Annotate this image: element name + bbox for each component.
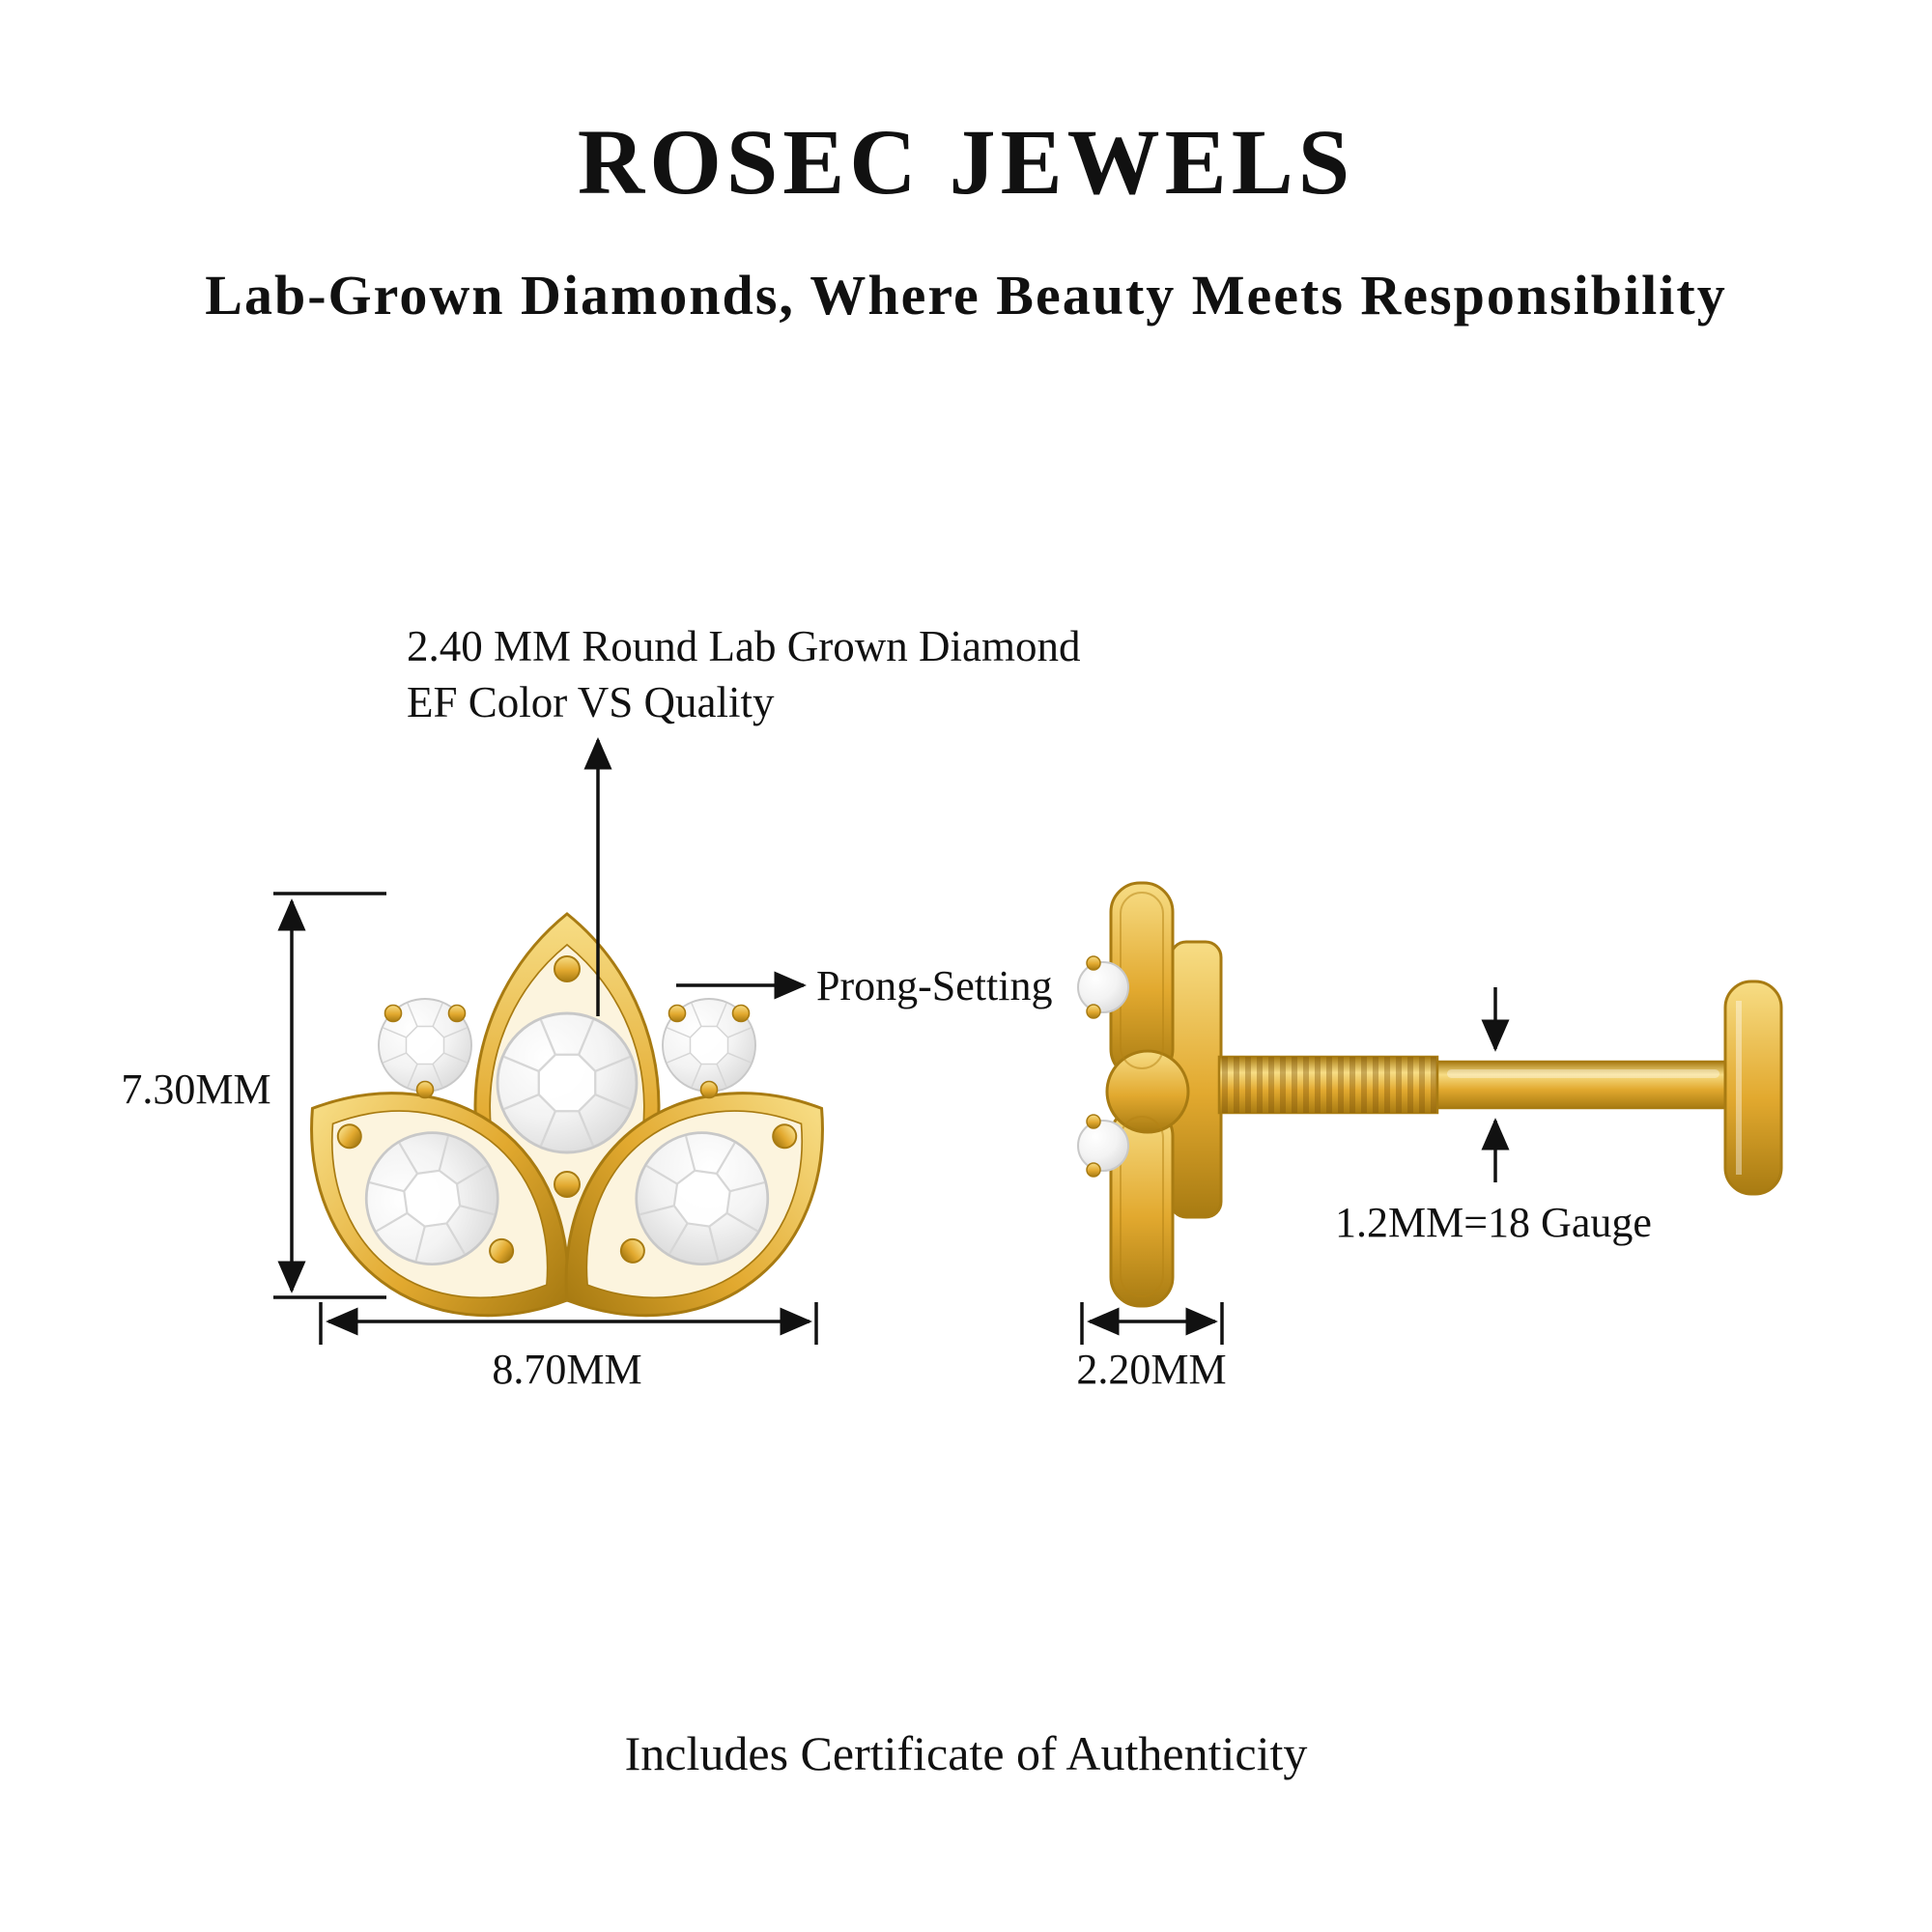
prong-bead bbox=[447, 1004, 467, 1023]
height-dimension-arrow bbox=[273, 892, 386, 1299]
flat-back-disc bbox=[1723, 980, 1783, 1196]
side-width-dimension-arrow bbox=[1080, 1302, 1224, 1345]
prong-claw bbox=[1086, 1162, 1101, 1178]
prong-bead bbox=[699, 1080, 719, 1099]
side-petal-disc bbox=[1105, 1049, 1190, 1134]
gold-bead bbox=[336, 1123, 362, 1150]
post-bar bbox=[1435, 1060, 1731, 1110]
thread-texture bbox=[1219, 1057, 1437, 1113]
gold-bead bbox=[489, 1237, 515, 1264]
prong-claw bbox=[1086, 1004, 1101, 1019]
gold-bead bbox=[554, 955, 581, 982]
earring-front-view bbox=[310, 912, 824, 1318]
petal-right bbox=[564, 1092, 824, 1318]
side-diamond-top bbox=[1077, 955, 1129, 1019]
center-diamond bbox=[496, 1011, 639, 1154]
diamond-spec-line1: 2.40 MM Round Lab Grown Diamond bbox=[407, 622, 1081, 670]
width-dimension-arrow bbox=[319, 1302, 818, 1345]
petal-left bbox=[310, 1092, 570, 1318]
post-highlight bbox=[1447, 1069, 1719, 1078]
accent-diamond-right bbox=[662, 998, 756, 1099]
prong-bead bbox=[731, 1004, 751, 1023]
gold-bead bbox=[619, 1237, 645, 1264]
side-petal-inner-line bbox=[1120, 1116, 1164, 1297]
gold-bead bbox=[554, 1171, 581, 1198]
height-dimension-label: 7.30MM bbox=[121, 1065, 271, 1113]
certificate-note: Includes Certificate of Authenticity bbox=[624, 1726, 1308, 1780]
prong-setting-label: Prong-Setting bbox=[816, 962, 1053, 1009]
prong-claw bbox=[1086, 1114, 1101, 1129]
brand-tagline: Lab-Grown Diamonds, Where Beauty Meets R… bbox=[205, 264, 1727, 327]
prong-bead bbox=[668, 1004, 687, 1023]
earring-side-view bbox=[1077, 881, 1783, 1308]
prong-bead bbox=[384, 1004, 403, 1023]
gauge-label: 1.2MM=18 Gauge bbox=[1335, 1199, 1652, 1246]
diamond-spec-callout: 2.40 MM Round Lab Grown Diamond EF Color… bbox=[407, 618, 1080, 730]
prong-bead bbox=[415, 1080, 435, 1099]
brand-title: ROSEC JEWELS bbox=[577, 110, 1355, 213]
side-width-dimension-label: 2.20MM bbox=[1076, 1346, 1227, 1393]
gold-bead bbox=[772, 1123, 798, 1150]
width-dimension-label: 8.70MM bbox=[492, 1346, 642, 1393]
diamond-spec-line2: EF Color VS Quality bbox=[407, 678, 775, 726]
prong-claw bbox=[1086, 955, 1101, 971]
side-diamond-bottom bbox=[1077, 1114, 1129, 1178]
accent-diamond-left bbox=[378, 998, 472, 1099]
